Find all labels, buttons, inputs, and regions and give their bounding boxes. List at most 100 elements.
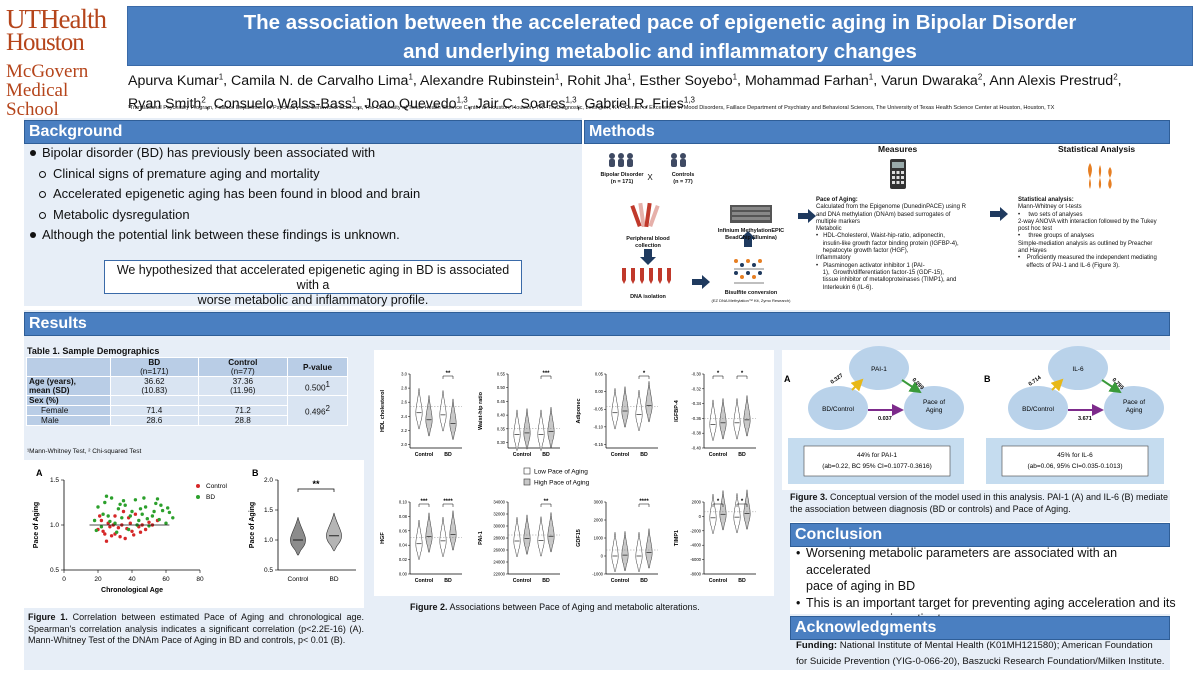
- table-title: Table 1. Sample Demographics: [27, 346, 160, 356]
- method-line: • two sets of analyses: [1018, 211, 1083, 218]
- circle-bullet-icon: [39, 170, 46, 178]
- significance-bracket: [736, 375, 748, 379]
- hypothesis-line-1: We hypothesized that accelerated epigene…: [116, 263, 510, 292]
- controls-label: Controls(n = 77): [671, 172, 695, 185]
- data-point: [118, 535, 122, 539]
- x-tick-label: BD: [329, 576, 338, 583]
- significance-stars: **: [312, 479, 320, 489]
- x-tick-label: BD: [542, 578, 550, 584]
- y-tick-label: 30000: [493, 524, 505, 529]
- figure-1-caption: Figure 1. Correlation between estimated …: [28, 612, 364, 645]
- violin-shape: [513, 409, 521, 451]
- x-tick-label: 40: [128, 576, 136, 583]
- y-tick-label: 0.45: [497, 399, 506, 404]
- x-tick-label: BD: [542, 452, 550, 458]
- author-name: Varun Dwaraka2: [881, 72, 983, 89]
- violin-shape: [743, 395, 751, 437]
- down-arrow-icon: [640, 249, 656, 265]
- y-tick-label: 1.0: [50, 522, 59, 529]
- violin-shape: [425, 395, 433, 437]
- panel-label: B: [252, 468, 259, 478]
- node-text: BD/Control: [822, 406, 854, 413]
- data-point: [159, 503, 163, 507]
- y-axis-label: HDL cholesterol: [380, 389, 386, 432]
- data-point: [123, 503, 127, 507]
- y-axis-label: IGFBP-4: [674, 399, 680, 422]
- data-point: [152, 509, 156, 514]
- author-name: Ann Alexis Prestrud2: [989, 72, 1118, 89]
- table-header-p: P-value: [287, 357, 348, 377]
- method-line: tissue inhibitor of metalloproteinases (…: [816, 277, 957, 284]
- author-name: Joao Quevedo1,3: [364, 95, 468, 113]
- data-point: [171, 516, 175, 520]
- beadchip-device-icon: [730, 205, 772, 223]
- data-point: [113, 521, 117, 525]
- data-point: [130, 509, 134, 514]
- method-line: multiple markers: [816, 218, 861, 225]
- author-name: Gabriel R. Fries1,3: [584, 95, 695, 113]
- author-name: Consuelo Walss-Bass1: [213, 95, 357, 113]
- x-tick-label: Control: [709, 452, 728, 458]
- y-tick-label: 0.10: [399, 500, 408, 505]
- violin-shape: [425, 512, 433, 553]
- y-tick-label: 2.0: [264, 477, 273, 484]
- panel-label: A: [36, 468, 43, 478]
- figure-1-panel: [24, 460, 364, 608]
- dna-isolation-tubes-icon: [622, 268, 671, 284]
- y-tick-label: 0.06: [399, 528, 408, 533]
- method-line: 1), Growth/differentiation factor-15 (GD…: [816, 269, 944, 276]
- y-tick-label: -0.34: [691, 401, 701, 406]
- significance-stars: *: [741, 371, 744, 377]
- legend-label: BD: [206, 494, 215, 501]
- background-item: Bipolar disorder (BD) has previously bee…: [30, 143, 570, 164]
- hypothesis-line-2: worse metabolic and inflammatory profile…: [197, 293, 429, 307]
- y-tick-label: -0.40: [691, 446, 701, 451]
- y-tick-label: -4000: [690, 543, 701, 548]
- data-point: [108, 519, 112, 524]
- violin-shape: [537, 516, 545, 557]
- circle-bullet-icon: [39, 211, 46, 219]
- path-a-value: 0.714: [1028, 374, 1043, 387]
- y-axis-label: Pace of Aging: [249, 502, 256, 548]
- method-line: effects of PAI-1 and IL-6 (Figure 3).: [1018, 262, 1120, 269]
- significance-bracket: [540, 503, 552, 507]
- y-tick-label: -1000: [592, 572, 603, 577]
- result-b-box: [1001, 445, 1149, 477]
- stats-text: Statistical analysis:Mann-Whitney or t-t…: [1018, 197, 1170, 270]
- author-name: Camila N. de Carvalho Lima1: [231, 72, 413, 89]
- data-point: [142, 496, 146, 500]
- significance-bracket: [442, 503, 454, 507]
- data-point: [99, 518, 104, 523]
- bullet-icon: •: [796, 595, 801, 610]
- legend-swatch: [523, 478, 531, 486]
- table-row: Age (years),mean (SD) 36.62(10.83) 37.36…: [26, 376, 348, 396]
- path-a-arrow: [850, 378, 864, 392]
- y-tick-label: 2.0: [401, 442, 407, 447]
- path-a-value: 0.327: [830, 373, 845, 386]
- right-arrow-icon: [692, 275, 710, 289]
- significance-bracket: [638, 375, 650, 379]
- node-text: IL-6: [1072, 366, 1084, 373]
- path-b-arrow: [1101, 379, 1122, 394]
- significance-stars: *: [717, 499, 720, 505]
- y-tick-label: 2000: [692, 500, 702, 505]
- figure-3-caption: Figure 3. Conceptual version of the mode…: [790, 492, 1169, 514]
- y-tick-label: 2.4: [401, 414, 407, 419]
- data-point: [118, 502, 122, 506]
- conclusion-list: • Worsening metabolic parameters are ass…: [796, 545, 1176, 628]
- y-tick-label: -2000: [690, 528, 701, 533]
- violin-shape: [439, 517, 447, 557]
- significance-stars: *: [717, 371, 720, 377]
- legend-marker: [196, 484, 200, 488]
- blood-tubes-icon: [630, 202, 660, 228]
- data-point: [150, 514, 155, 518]
- legend-swatch: [523, 467, 531, 475]
- data-point: [143, 505, 148, 509]
- method-line: Inflammatory: [816, 255, 851, 262]
- violin-shape: [645, 528, 653, 569]
- y-tick-label: 2000: [594, 518, 604, 523]
- x-tick-label: Control: [415, 578, 434, 584]
- data-point: [128, 514, 132, 518]
- title-line-1: The association between the accelerated …: [243, 11, 1077, 34]
